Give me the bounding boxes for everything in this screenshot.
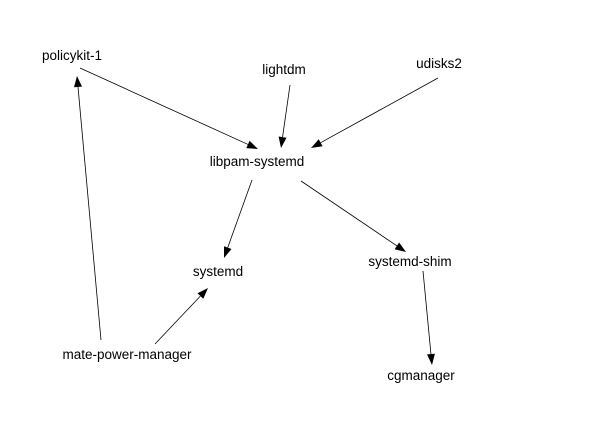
edge-policykit-1-to-libpam-systemd	[79, 67, 258, 149]
edge-lightdm-to-libpam-systemd	[278, 84, 291, 148]
edge-line	[79, 67, 249, 145]
arrowhead	[197, 288, 208, 299]
edges-layer	[74, 67, 439, 365]
edge-line	[422, 270, 432, 355]
node-lightdm: lightdm	[262, 62, 306, 77]
edge-line	[77, 86, 102, 341]
arrowhead	[224, 246, 232, 258]
arrowhead	[427, 353, 435, 365]
node-policykit-1: policykit-1	[42, 48, 102, 63]
arrowhead	[311, 139, 323, 148]
node-cgmanager: cgmanager	[387, 368, 455, 383]
edge-line	[320, 77, 439, 144]
arrowhead	[394, 242, 406, 252]
edge-line	[227, 179, 253, 248]
arrowhead	[278, 136, 287, 148]
edge-libpam-systemd-to-systemd-shim	[300, 180, 406, 252]
edge-libpam-systemd-to-systemd	[224, 179, 253, 258]
arrowhead	[74, 76, 82, 88]
edge-line	[154, 295, 201, 345]
edge-systemd-shim-to-cgmanager	[422, 270, 435, 365]
node-mate-power-manager: mate-power-manager	[62, 347, 192, 362]
node-systemd: systemd	[193, 264, 243, 279]
edge-line	[282, 84, 291, 138]
edge-mate-power-manager-to-systemd	[154, 288, 208, 345]
nodes-layer: policykit-1 lightdm udisks2 libpam-syste…	[42, 48, 462, 383]
arrowhead	[246, 140, 258, 149]
node-systemd-shim: systemd-shim	[368, 254, 451, 269]
node-libpam-systemd: libpam-systemd	[210, 154, 305, 169]
edge-mate-power-manager-to-policykit-1	[74, 76, 102, 341]
edge-line	[300, 180, 398, 247]
edge-udisks2-to-libpam-systemd	[311, 77, 439, 148]
node-udisks2: udisks2	[416, 56, 462, 71]
